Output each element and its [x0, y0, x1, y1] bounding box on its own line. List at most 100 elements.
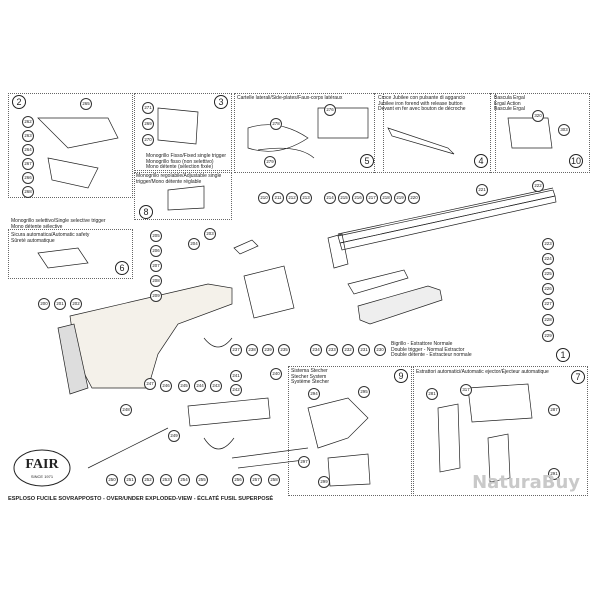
selective-trigger-parts [37, 117, 119, 189]
panel-5-title: Cartelle laterali/Side-plates/Faux-corps… [237, 95, 343, 101]
callout-251: 251 [124, 474, 136, 486]
panel-9-title: Sistema Stecher Stecher System Système S… [291, 368, 330, 386]
callout-209: 209 [150, 290, 162, 302]
panel-8-title: Monogrillo regolabile/Adjustable single … [136, 173, 222, 185]
stecher-parts [307, 397, 371, 487]
callout-235: 235 [278, 344, 290, 356]
safety-parts [37, 247, 89, 269]
callout-216: 216 [352, 192, 364, 204]
firing-pins [231, 447, 309, 469]
panel-7 [413, 366, 588, 496]
callout-279: 279 [264, 156, 276, 168]
callout-246: 246 [160, 380, 172, 392]
double-trigger-note: Bigrillo - Estrattore Normale Double tri… [391, 341, 472, 359]
callout-256: 256 [232, 474, 244, 486]
callout-242: 242 [230, 384, 242, 396]
panel-number-6: 6 [115, 261, 129, 275]
callout-206: 206 [150, 245, 162, 257]
callout-211: 211 [272, 192, 284, 204]
callout-229: 229 [542, 330, 554, 342]
callout-297: 297 [298, 456, 310, 468]
panel-number-5: 5 [360, 154, 374, 168]
callout-203: 203 [204, 228, 216, 240]
callout-258: 258 [268, 474, 280, 486]
watermark: NaturaBuy [472, 472, 580, 493]
callout-243: 243 [210, 380, 222, 392]
callout-276: 276 [324, 104, 336, 116]
callout-205: 205 [150, 230, 162, 242]
stock-bolt [87, 427, 169, 469]
callout-228: 228 [542, 314, 554, 326]
callout-231: 231 [358, 344, 370, 356]
side-plates [247, 124, 315, 159]
callout-239: 239 [262, 344, 274, 356]
callout-225: 225 [542, 268, 554, 280]
panel-8 [134, 172, 232, 220]
callout-255: 255 [196, 474, 208, 486]
callout-244: 244 [194, 380, 206, 392]
action-top-lever [233, 239, 259, 255]
callout-240: 240 [270, 368, 282, 380]
adjustable-trigger-parts [167, 185, 205, 211]
callout-224: 224 [542, 253, 554, 265]
callout-271: 271 [142, 102, 154, 114]
panel-5 [234, 93, 384, 173]
panel-number-4: 4 [474, 154, 488, 168]
forend [357, 285, 443, 325]
callout-266: 266 [22, 172, 34, 184]
callout-264: 264 [22, 144, 34, 156]
callout-241: 241 [230, 370, 242, 382]
side-plate-action [317, 107, 369, 139]
callout-299: 299 [318, 476, 330, 488]
callout-200: 200 [38, 298, 50, 310]
callout-212: 212 [286, 192, 298, 204]
callout-248: 248 [120, 404, 132, 416]
callout-202: 202 [70, 298, 82, 310]
callout-230: 230 [374, 344, 386, 356]
callout-291: 291 [548, 468, 560, 480]
panel-number-10: 10 [569, 154, 583, 168]
callout-223: 223 [542, 238, 554, 250]
callout-218: 218 [380, 192, 392, 204]
callout-278: 278 [270, 118, 282, 130]
callout-207: 207 [150, 260, 162, 272]
panel-4 [374, 93, 496, 173]
ejector-receiver [467, 383, 533, 423]
panel-3 [134, 93, 232, 171]
brand-name: FAIR [25, 457, 59, 472]
callout-222: 222 [532, 180, 544, 192]
callout-220: 220 [408, 192, 420, 204]
callout-254: 254 [178, 474, 190, 486]
panel-6-title: Sicura automatica/Automatic safety Sûret… [11, 232, 90, 244]
callout-214: 214 [324, 192, 336, 204]
panel-number-8: 8 [139, 205, 153, 219]
callout-281: 281 [426, 388, 438, 400]
callout-269: 269 [142, 118, 154, 130]
callout-217: 217 [366, 192, 378, 204]
callout-213: 213 [300, 192, 312, 204]
callout-253: 253 [160, 474, 172, 486]
panel-2 [8, 93, 133, 198]
callout-233: 233 [326, 344, 338, 356]
trigger-guard [203, 337, 233, 348]
panel-6 [8, 229, 133, 279]
callout-267: 267 [22, 158, 34, 170]
callout-287: 287 [548, 404, 560, 416]
fair-logo: FAIR SINCE 1971 [12, 448, 72, 488]
callout-227: 227 [542, 298, 554, 310]
panel-number-7: 7 [571, 370, 585, 384]
callout-295: 295 [358, 386, 370, 398]
callout-257: 257 [250, 474, 262, 486]
forend-iron [347, 269, 409, 295]
callout-252: 252 [142, 474, 154, 486]
callout-303: 303 [558, 124, 570, 136]
callout-294: 294 [308, 388, 320, 400]
panel-7-title: Estrattori automatici/Automatic ejector/… [416, 369, 549, 375]
barrel-rib [337, 187, 554, 235]
callout-208: 208 [150, 275, 162, 287]
buttplate [57, 323, 89, 395]
exploded-view-sheet: Monogrillo Fisso/Fixed single trigger Mo… [8, 88, 592, 498]
panel-number-2: 2 [12, 95, 26, 109]
panel-9 [288, 366, 412, 496]
footer-caption: ESPLOSO FUCILE SOVRAPPOSTO - OVER/UNDER … [8, 496, 274, 502]
